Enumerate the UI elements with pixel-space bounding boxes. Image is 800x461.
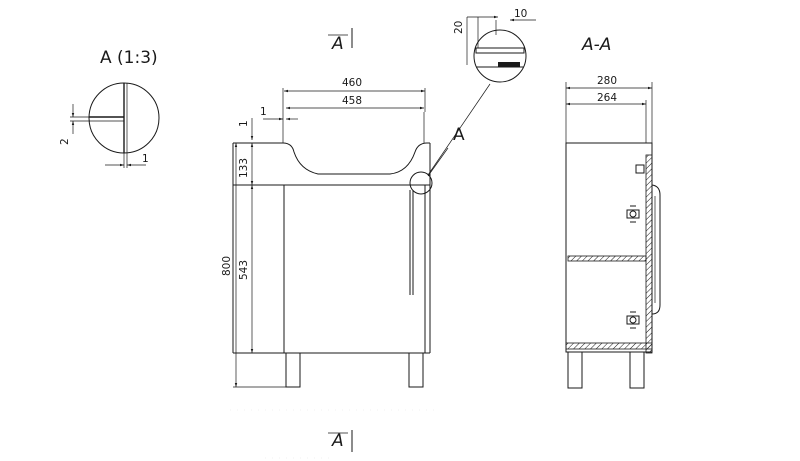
dim-total-height: 800	[221, 256, 233, 276]
door-profile	[651, 184, 661, 315]
detail-view-title: A (1:3)	[100, 48, 158, 68]
section-marker-top: A	[328, 28, 353, 54]
section-marker-top-label: A	[331, 34, 344, 54]
detail-top-fitting	[498, 62, 520, 67]
detail-top-dim-20: 20	[453, 21, 465, 34]
leg-side-right	[629, 351, 645, 389]
detail-top-dim-10: 10	[514, 8, 527, 20]
section-view-title: A-A	[581, 35, 611, 55]
leg-front-right	[408, 352, 424, 388]
shelf-section	[567, 255, 647, 262]
basin-outline	[233, 142, 430, 175]
hinge-lower	[626, 311, 640, 329]
leg-front-left	[285, 352, 301, 388]
cabinet-door	[283, 184, 426, 354]
dim-inner-width: 458	[342, 95, 362, 107]
back-wall-section	[645, 154, 653, 354]
detail-top-circle	[473, 29, 527, 83]
dim-basin-depth: 133	[238, 158, 250, 178]
bottom-section	[565, 342, 653, 350]
dim-side-offset: 1	[260, 106, 267, 118]
detail-callout-label: A	[453, 125, 465, 145]
catch-fitting	[635, 164, 645, 174]
dim-cabinet-height: 543	[238, 260, 250, 280]
leg-side-left	[567, 351, 583, 389]
dim-overall-width: 460	[342, 77, 362, 89]
section-view-aa: A-A 280 264	[565, 35, 661, 389]
dim-top-offset: 1	[238, 120, 250, 127]
detail-view-a: A (1:3) 2 1	[59, 48, 160, 168]
faint-background-marks	[230, 409, 440, 459]
dim-overall-depth: 280	[597, 75, 617, 87]
detail-top: 20 10	[453, 8, 536, 83]
front-view: A 460 458 1 800 543 133 1	[221, 77, 491, 388]
hinge-upper	[626, 205, 640, 223]
detail-dim-height: 2	[59, 138, 71, 145]
detail-callout-circle	[409, 171, 433, 195]
dim-inner-depth: 264	[597, 92, 617, 104]
detail-dim-width: 1	[142, 153, 149, 165]
section-marker-bottom: A	[328, 430, 353, 452]
section-marker-bottom-label: A	[331, 431, 344, 451]
